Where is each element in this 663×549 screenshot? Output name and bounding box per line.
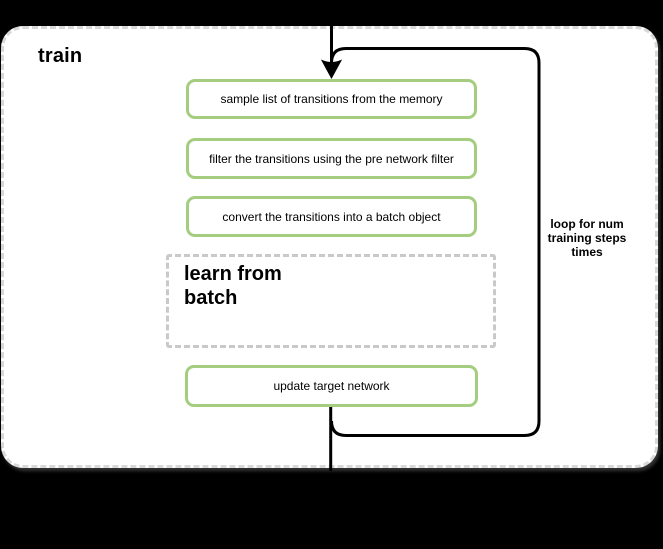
step-sample-transitions: sample list of transitions from the memo… bbox=[186, 79, 477, 119]
step-update-target-network: update target network bbox=[185, 365, 478, 407]
train-container-title: train bbox=[38, 45, 83, 67]
learn-from-batch-block: learn from batch bbox=[166, 254, 496, 348]
step-convert-to-batch: convert the transitions into a batch obj… bbox=[186, 196, 477, 237]
learn-from-batch-label: learn from batch bbox=[184, 263, 282, 309]
loop-annotation: loop for num training steps times bbox=[547, 217, 627, 259]
step-filter-transitions: filter the transitions using the pre net… bbox=[186, 138, 477, 179]
